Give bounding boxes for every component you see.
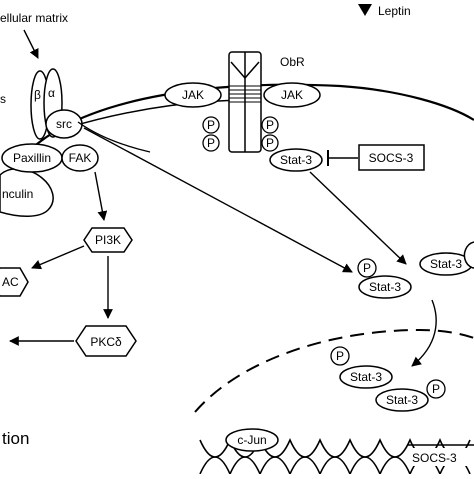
p-circle-cyto [357,258,377,278]
p-label-nuc-1: P [336,349,344,363]
fak-to-pi3k-arrow [94,171,108,221]
stat3-cyto-shape [358,275,412,299]
p-circle-nuc-2 [426,379,446,399]
nuclear-entry-arrow [411,299,437,367]
s-cut-label: s [0,92,6,106]
p-label-1: P [207,118,215,132]
stat3-nuc-2-label: Stat-3 [386,393,418,407]
stat3-to-dimer-arrow [309,171,407,265]
stat3-nuc-1-shape [339,365,393,389]
pkc-shape [75,325,137,357]
src-label: src [56,117,72,131]
tion-label: tion [2,429,29,448]
jak-left-shape [164,82,222,108]
leptin-label: Leptin [378,4,411,18]
stat3-nuc-1-label: Stat-3 [350,370,382,384]
jak-right-label: JAK [281,88,303,102]
stat3-cyto-label: Stat-3 [369,280,401,294]
jak-right-shape [263,82,321,108]
stat3-receptor-label: Stat-3 [280,153,312,167]
ac-shape [0,267,29,297]
pi3k-shape [83,227,133,253]
ecm-label: ellular matrix [0,11,68,25]
stat3-nuc-2-shape [375,388,429,412]
fak-shape [61,144,99,172]
pi3k-label: PI3K [95,233,121,247]
obr-transmembrane [229,85,261,103]
src-curve [77,121,151,153]
p-label-2: P [207,136,215,150]
socs3-gene-bg [408,448,474,466]
p-label-nuc-2: P [432,382,440,396]
cjun-label: c-Jun [237,433,266,447]
socs3-box [358,144,425,171]
receptor-phospho-sites [202,116,279,152]
paxillin-label: Paxillin [13,151,51,165]
ecm-arrow [23,29,39,59]
src-to-stat3-arrow [83,127,353,273]
socs3-gene-label: SOCS-3 [412,451,457,465]
leptin-triangle-icon [358,4,372,16]
obr-label: ObR [280,55,305,69]
fak-label: FAK [69,151,92,165]
pkc-label: PKCδ [90,335,122,349]
p-circle-nuc-1 [330,346,350,366]
stat3-dimer-label: Stat-3 [430,257,462,271]
alpha-label: α [48,86,55,100]
socs3-box-label: SOCS-3 [369,151,414,165]
ac-label: AC [2,275,19,289]
jak-left-label: JAK [182,88,204,102]
stat3-dimer-partner [463,241,474,269]
stat3-receptor-shape [269,148,323,172]
beta-label: β [34,88,41,102]
vinculin-label: nculin [2,187,33,201]
nuclear-membrane [194,328,474,413]
p-label-4: P [266,136,274,150]
p-label-cyto: P [363,261,371,275]
pi3k-to-ac-arrow [31,245,85,270]
p-label-3: P [266,118,274,132]
cjun-shape [225,428,279,452]
